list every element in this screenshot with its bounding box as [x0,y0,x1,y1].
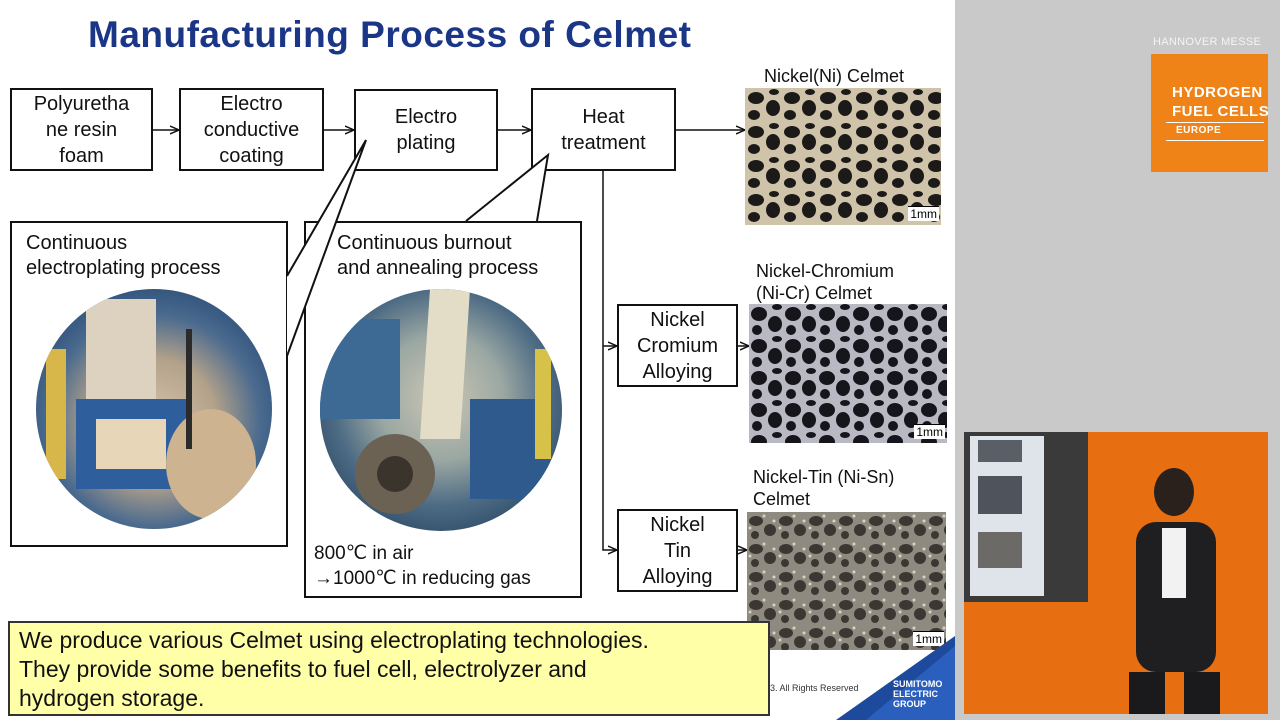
presentation-slide: Manufacturing Process of Celmet Polyuret… [8,0,955,720]
step-nickel-tin-alloying: Nickel Tin Alloying [617,509,738,592]
electroplating-photo [36,289,272,529]
caption-nickel-chromium-celmet: Nickel-Chromium (Ni-Cr) Celmet [756,261,895,303]
company-corner-graphic [836,636,955,720]
step-electroplating: Electro plating [354,89,498,171]
event-logo-subtitle: EUROPE [1176,125,1222,136]
process-connectors [153,0,955,720]
step-heat-treatment: Heat treatment [531,88,676,171]
panel-electroplating-text: Continuous electroplating process [26,232,221,279]
event-logo [1151,54,1268,172]
burnout-photo [320,289,562,531]
branch-line [602,170,617,550]
company-logo-text: SUMITOMO ELECTRIC GROUP [893,679,943,709]
panel-burnout: Continuous burnout and annealing process… [304,221,582,598]
panel-burnout-text: Continuous burnout and annealing process [337,232,539,279]
logo-divider [1166,122,1264,123]
nickel-tin-celmet-image: 1mm [747,512,946,650]
caption-nickel-tin-celmet: Nickel-Tin (Ni-Sn) Celmet [753,467,895,509]
nickel-chromium-celmet-image: 1mm [749,304,947,443]
callout-tails [286,139,550,357]
event-logo-title: HYDROGEN FUEL CELLS [1172,84,1270,120]
scale-bar-cr: 1mm [914,424,945,439]
step-nickel-chromium-alloying: Nickel Cromium Alloying [617,304,738,387]
panel-electroplating: Continuous electroplating process [10,221,288,547]
step-conductive-coating: Electro conductive coating [179,88,324,171]
temperature-conditions: 800℃ in air →1000℃ in reducing gas [314,543,531,589]
step-polyurethane-foam: Polyuretha ne resin foam [10,88,153,171]
fair-name: HANNOVER MESSE [1153,36,1262,48]
logo-divider-bottom [1166,140,1264,141]
caption-nickel-celmet: Nickel(Ni) Celmet [764,66,905,86]
scale-bar-ni: 1mm [908,206,939,221]
nickel-celmet-image: 1mm [745,88,941,225]
footnote-box: We produce various Celmet using electrop… [8,621,770,716]
speaker-video [964,432,1268,714]
scale-bar-sn: 1mm [913,631,944,646]
slide-title: Manufacturing Process of Celmet [88,14,692,55]
copyright-text: 3. All Rights Reserved [770,683,859,693]
